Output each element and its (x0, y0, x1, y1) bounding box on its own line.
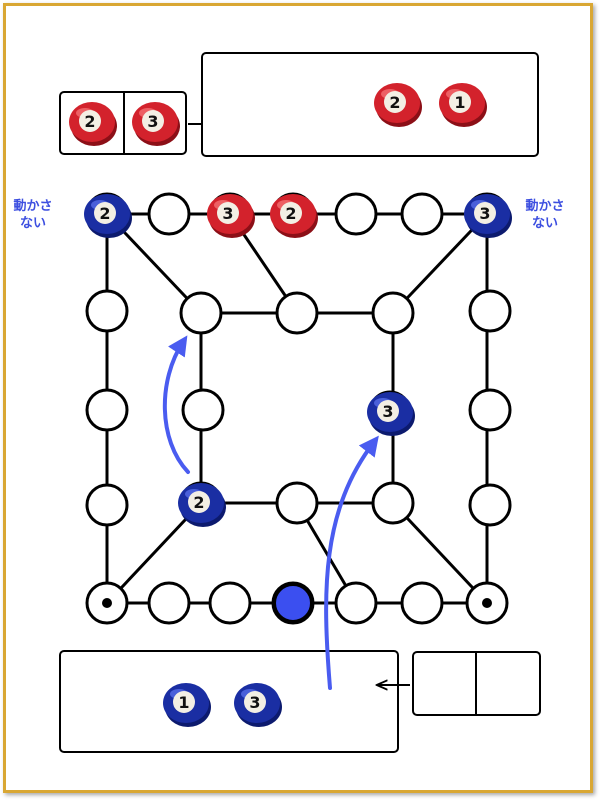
board-node-right-1[interactable] (468, 388, 512, 432)
bottom-hand-stock-box (59, 650, 399, 753)
blue-filled-marker-bottom-3 (274, 584, 312, 622)
pieces-layer: 2 3 2 1 1 3 2 3 2 3 3 2 (69, 83, 512, 727)
move-arrow-right (324, 435, 379, 690)
piece-label: 2 (84, 112, 95, 131)
piece-label: 1 (178, 693, 189, 712)
board-piece-top-2[interactable]: 3 (207, 194, 255, 238)
board-node-left-2[interactable] (85, 483, 129, 527)
move-arrow-left (162, 335, 190, 474)
board-node-bottom-1[interactable] (147, 581, 191, 625)
note-do-not-move-right: 動かさない (525, 199, 565, 231)
board-piece-top-3[interactable]: 2 (270, 194, 318, 238)
board-piece-top-0[interactable]: 2 (84, 194, 132, 238)
board-edge (391, 501, 489, 605)
note-do-not-move-left: 動かさない (13, 199, 53, 231)
board-node-bottom-2[interactable] (208, 581, 252, 625)
piece-label: 3 (249, 693, 260, 712)
top-hand-stock-piece-1[interactable]: 2 (374, 83, 422, 127)
board-node-right-2[interactable] (468, 483, 512, 527)
start-dot-marker-bottom-6 (482, 598, 492, 608)
board-node-top-5[interactable] (400, 192, 444, 236)
board-node-bottom-5[interactable] (400, 581, 444, 625)
piece-label: 3 (222, 204, 233, 223)
top-hand-slot-piece-1[interactable]: 2 (69, 102, 117, 146)
top-hand-stock-box (201, 52, 539, 157)
board-node-top-1[interactable] (147, 192, 191, 236)
board-piece-inner-right-1[interactable]: 3 (367, 392, 415, 436)
piece-label: 2 (193, 493, 204, 512)
piece-label: 3 (147, 112, 158, 131)
board-node-top-4[interactable] (334, 192, 378, 236)
start-dot-marker-bottom-0 (102, 598, 112, 608)
board-piece-top-6[interactable]: 3 (464, 194, 512, 238)
board-node-inner-top-2[interactable] (371, 291, 415, 335)
top-hand-stock-piece-2[interactable]: 1 (439, 83, 487, 127)
board-node-inner-bottom-1[interactable] (275, 481, 319, 525)
bottom-hand-stock-piece-1[interactable]: 1 (163, 683, 211, 727)
bottom-hand-stock-piece-2[interactable]: 3 (234, 683, 282, 727)
piece-label: 3 (479, 204, 490, 223)
top-hand-slot-piece-2[interactable]: 3 (132, 102, 180, 146)
board-node-inner-bottom-2[interactable] (371, 481, 415, 525)
bottom-hand-area (59, 650, 541, 753)
board-piece-inner-left-2[interactable]: 2 (178, 483, 226, 527)
board-node-left-0[interactable] (85, 289, 129, 333)
board-node-inner-top-1[interactable] (275, 291, 319, 335)
board-node-bottom-4[interactable] (334, 581, 378, 625)
move-arrows (162, 335, 379, 690)
board-node-inner-top-0[interactable] (179, 291, 223, 335)
board-node-left-1[interactable] (85, 388, 129, 432)
board-node-inner-left-1[interactable] (181, 388, 225, 432)
piece-label: 2 (285, 204, 296, 223)
piece-label: 2 (389, 93, 400, 112)
piece-label: 2 (99, 204, 110, 223)
board-node-right-0[interactable] (468, 289, 512, 333)
piece-label: 1 (454, 93, 465, 112)
piece-label: 3 (382, 402, 393, 421)
